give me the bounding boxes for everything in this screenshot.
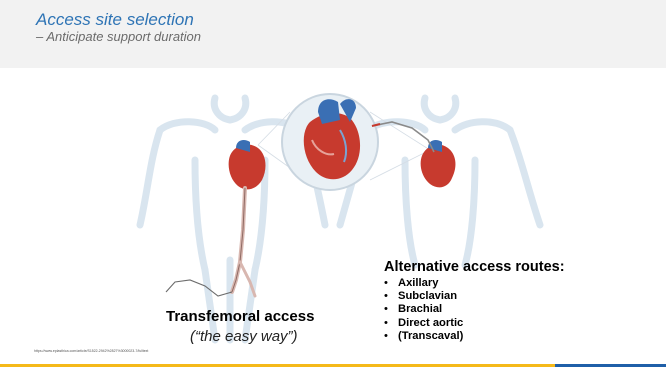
femoral-catheter-icon <box>166 188 255 296</box>
magnified-heart-icon <box>282 94 378 190</box>
list-item: •Brachial <box>384 303 463 316</box>
alternative-heading: Alternative access routes: <box>384 259 565 275</box>
transfemoral-note: (“the easy way”) <box>190 328 298 345</box>
list-item: •Direct aortic <box>384 317 463 330</box>
transfemoral-label: Transfemoral access <box>166 308 314 325</box>
list-item: •(Transcaval) <box>384 330 463 343</box>
alternative-routes-list: •Axillary •Subclavian •Brachial •Direct … <box>384 277 463 343</box>
list-item: •Axillary <box>384 277 463 290</box>
source-link[interactable]: https://www.eplasthica.com/article/S1522… <box>34 349 148 353</box>
list-item: •Subclavian <box>384 290 463 303</box>
heart-left-icon <box>229 140 266 189</box>
